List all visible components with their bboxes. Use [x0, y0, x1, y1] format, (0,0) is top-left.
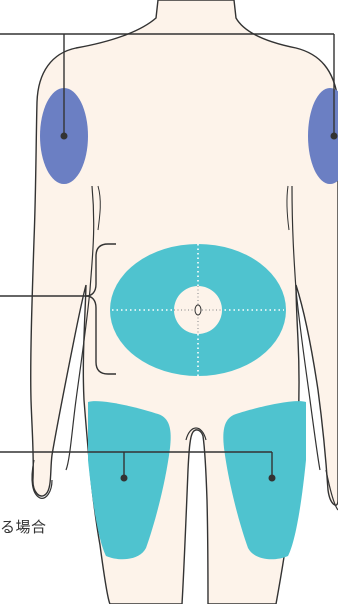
- navel-icon: [195, 305, 201, 315]
- upper-arm-right-dot: [331, 133, 338, 140]
- thigh-caption-text: る場合: [0, 516, 47, 537]
- thigh-left-dot: [121, 475, 128, 482]
- abdomen-zone: [110, 244, 286, 376]
- thigh-right-dot: [269, 475, 276, 482]
- upper-arm-left-dot: [61, 133, 68, 140]
